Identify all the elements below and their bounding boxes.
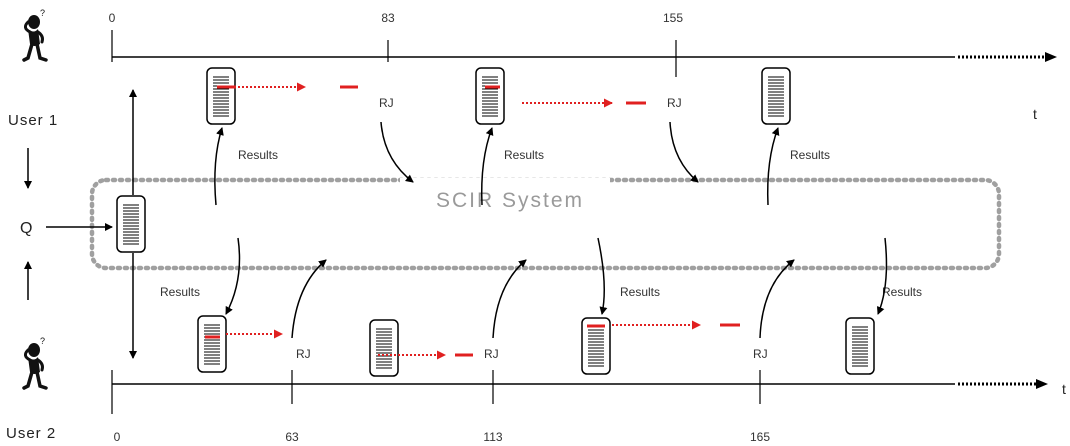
thinking-person-icon <box>22 334 48 390</box>
result-list-icon <box>197 315 227 373</box>
user2-label: User 2 <box>6 425 56 442</box>
tick-label: 83 <box>381 11 395 25</box>
result-list-icon <box>206 67 236 125</box>
tick-label: 63 <box>285 430 299 444</box>
result-list-icon <box>475 67 505 125</box>
results-label: Results <box>790 148 830 162</box>
results-label: Results <box>620 285 660 299</box>
result-list-icon <box>369 319 399 377</box>
tick-label: 0 <box>114 430 121 444</box>
result-list-icon <box>761 67 791 125</box>
timeline-user2: 0 63 113 165 t <box>111 370 1066 444</box>
query-label: Q <box>20 220 32 237</box>
timeline-user1: 0 83 155 t <box>109 11 1057 122</box>
results-label: Results <box>160 285 200 299</box>
relevance-label: RJ <box>667 96 682 110</box>
thinking-person-icon <box>22 6 48 62</box>
tick-label: 0 <box>109 11 116 25</box>
relevance-label: RJ <box>753 347 768 361</box>
result-list-icon <box>845 317 875 375</box>
relevance-label: RJ <box>296 347 311 361</box>
result-list-icon <box>116 195 146 253</box>
user1-label: User 1 <box>8 112 58 129</box>
results-label: Results <box>238 148 278 162</box>
system-title: SCIR System <box>436 189 584 212</box>
tick-label: 165 <box>750 430 770 444</box>
results-label: Results <box>882 285 922 299</box>
relevance-label: RJ <box>484 347 499 361</box>
results-label: Results <box>504 148 544 162</box>
axis-label-t: t <box>1062 381 1066 397</box>
relevance-label: RJ <box>379 96 394 110</box>
tick-label: 155 <box>663 11 683 25</box>
tick-label: 113 <box>483 430 502 444</box>
axis-label-t: t <box>1033 106 1037 122</box>
